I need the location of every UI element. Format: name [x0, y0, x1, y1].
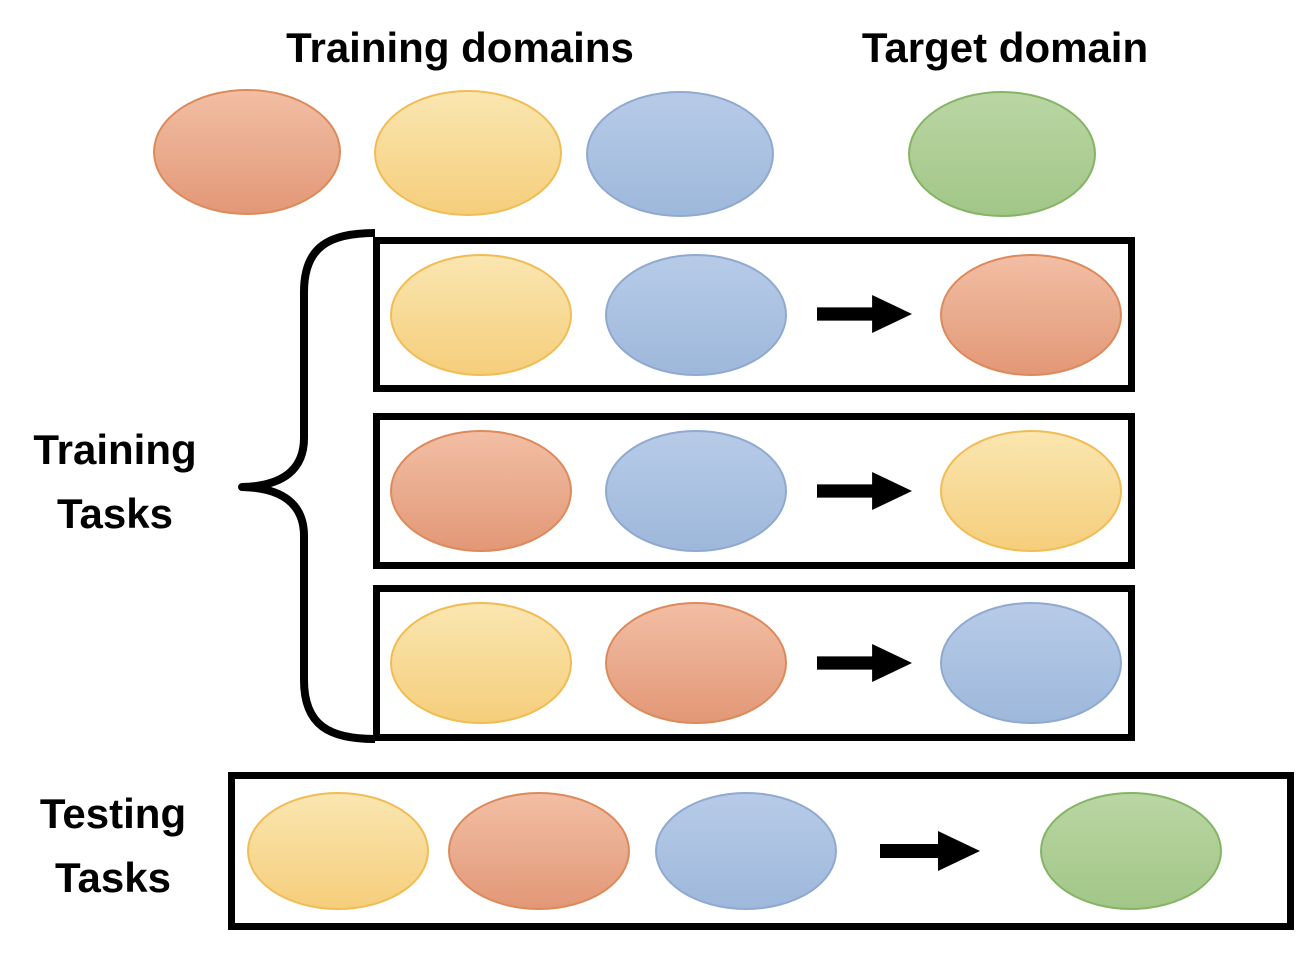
task1-input-ellipse-blue	[605, 254, 787, 376]
task3-input-ellipse-orange	[605, 602, 787, 724]
label-training-tasks-line1: Training	[33, 426, 197, 473]
test-input-ellipse-orange	[448, 792, 630, 910]
arrow-icon	[817, 295, 912, 333]
domain-ellipse-orange	[153, 89, 341, 215]
domain-ellipse-yellow	[374, 90, 562, 216]
task1-target-ellipse-orange	[940, 254, 1122, 376]
test-input-ellipse-yellow	[247, 792, 429, 910]
test-target-ellipse-green	[1040, 792, 1222, 910]
arrow-icon	[880, 831, 980, 871]
task3-target-ellipse-blue	[940, 602, 1122, 724]
task2-input-ellipse-blue	[605, 430, 787, 552]
label-testing-tasks-line1: Testing	[39, 790, 187, 837]
label-testing-tasks-line2: Tasks	[55, 853, 171, 901]
training-task-box-1	[373, 237, 1135, 392]
heading-training-domains: Training domains	[286, 24, 634, 71]
label-training-tasks-line2: Tasks	[57, 489, 173, 537]
task1-input-ellipse-yellow	[390, 254, 572, 376]
task3-input-ellipse-yellow	[390, 602, 572, 724]
domain-ellipse-green	[908, 91, 1096, 217]
testing-task-box	[228, 772, 1294, 930]
test-input-ellipse-blue	[655, 792, 837, 910]
training-task-box-2	[373, 413, 1135, 569]
label-training-tasks: Training Tasks	[10, 418, 220, 546]
curly-brace	[238, 229, 376, 743]
label-testing-tasks: Testing Tasks	[8, 782, 218, 910]
training-task-box-3	[373, 585, 1135, 741]
arrow-icon	[817, 472, 912, 510]
task2-target-ellipse-yellow	[940, 430, 1122, 552]
domain-ellipse-blue	[586, 91, 774, 217]
arrow-icon	[817, 644, 912, 682]
heading-target-domain: Target domain	[861, 24, 1149, 71]
task2-input-ellipse-orange	[390, 430, 572, 552]
